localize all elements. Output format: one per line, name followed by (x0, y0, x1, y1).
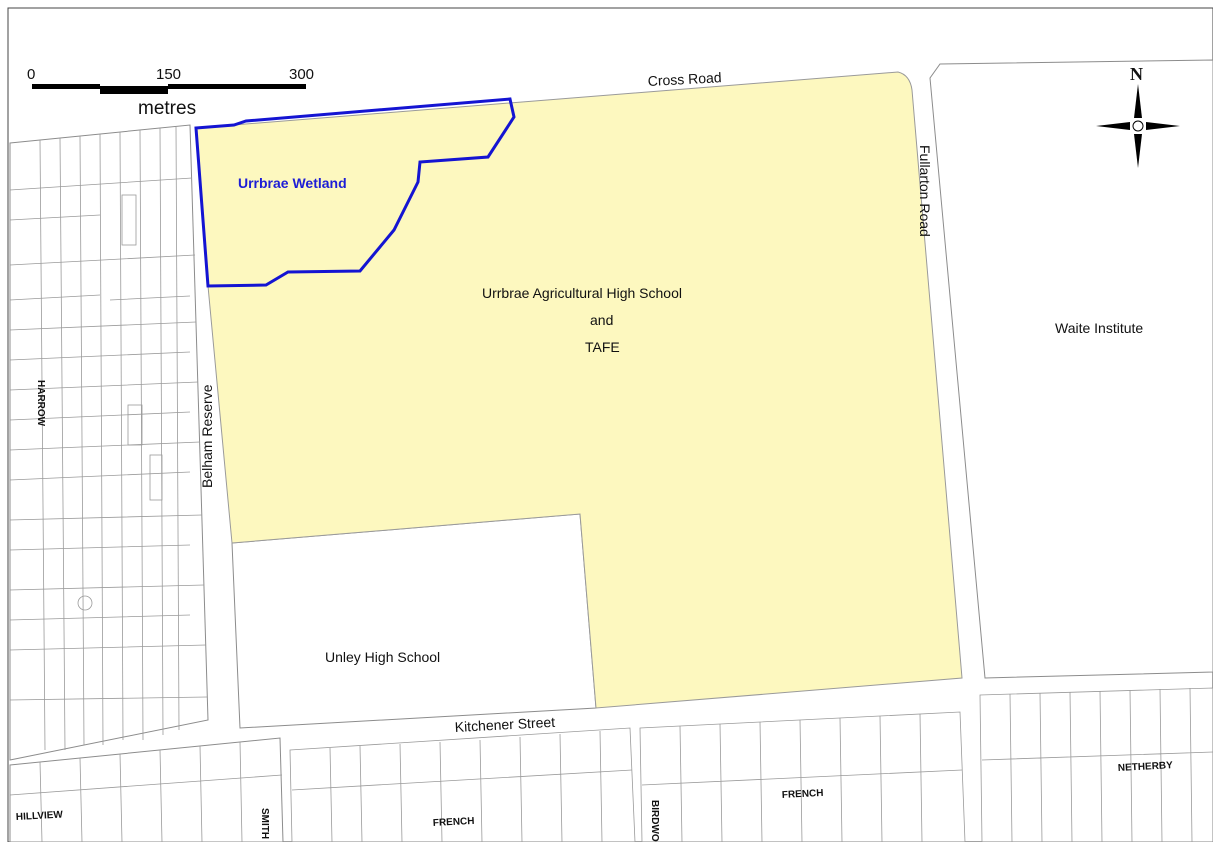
north-label: N (1130, 64, 1143, 84)
french-street-label-right: FRENCH (782, 788, 824, 801)
kitchener-street-label: Kitchener Street (454, 714, 555, 735)
urrbrae-school-label-line3: TAFE (585, 339, 620, 355)
waite-institute-block (929, 59, 1213, 679)
bottom-left-parcels (9, 687, 1213, 842)
scale-unit: metres (138, 98, 196, 119)
urrbrae-school-area (195, 71, 963, 709)
urrbrae-wetland-label: Urrbrae Wetland (238, 175, 347, 191)
unley-high-school-block (231, 513, 597, 729)
belham-reserve-label: Belham Reserve (199, 384, 215, 488)
cross-road-label: Cross Road (647, 69, 722, 89)
harrow-street-label: HARROW (35, 380, 46, 427)
wetland-outline (194, 97, 516, 288)
urrbrae-school-label-line1: Urrbrae Agricultural High School (482, 285, 682, 301)
netherby-street-label: NETHERBY (1118, 760, 1174, 774)
birdwood-street-label: BIRDWO (649, 800, 660, 842)
scale-bar: 0 150 300 metres (27, 66, 314, 119)
fullarton-road-label: Fullarton Road (917, 145, 933, 237)
left-residential-parcels (9, 124, 209, 761)
smith-street-label: SMITH (259, 808, 270, 839)
urrbrae-school-label-line2: and (590, 312, 613, 328)
scale-tick-0: 0 (27, 66, 35, 83)
unley-high-school-label: Unley High School (325, 649, 440, 665)
hillview-street-label: HILLVIEW (16, 810, 64, 823)
north-arrow-icon: N (1096, 64, 1180, 168)
waite-institute-label: Waite Institute (1055, 320, 1143, 336)
scale-tick-300: 300 (289, 66, 314, 83)
scale-tick-150: 150 (156, 66, 181, 83)
french-street-label-left: FRENCH (433, 816, 475, 829)
